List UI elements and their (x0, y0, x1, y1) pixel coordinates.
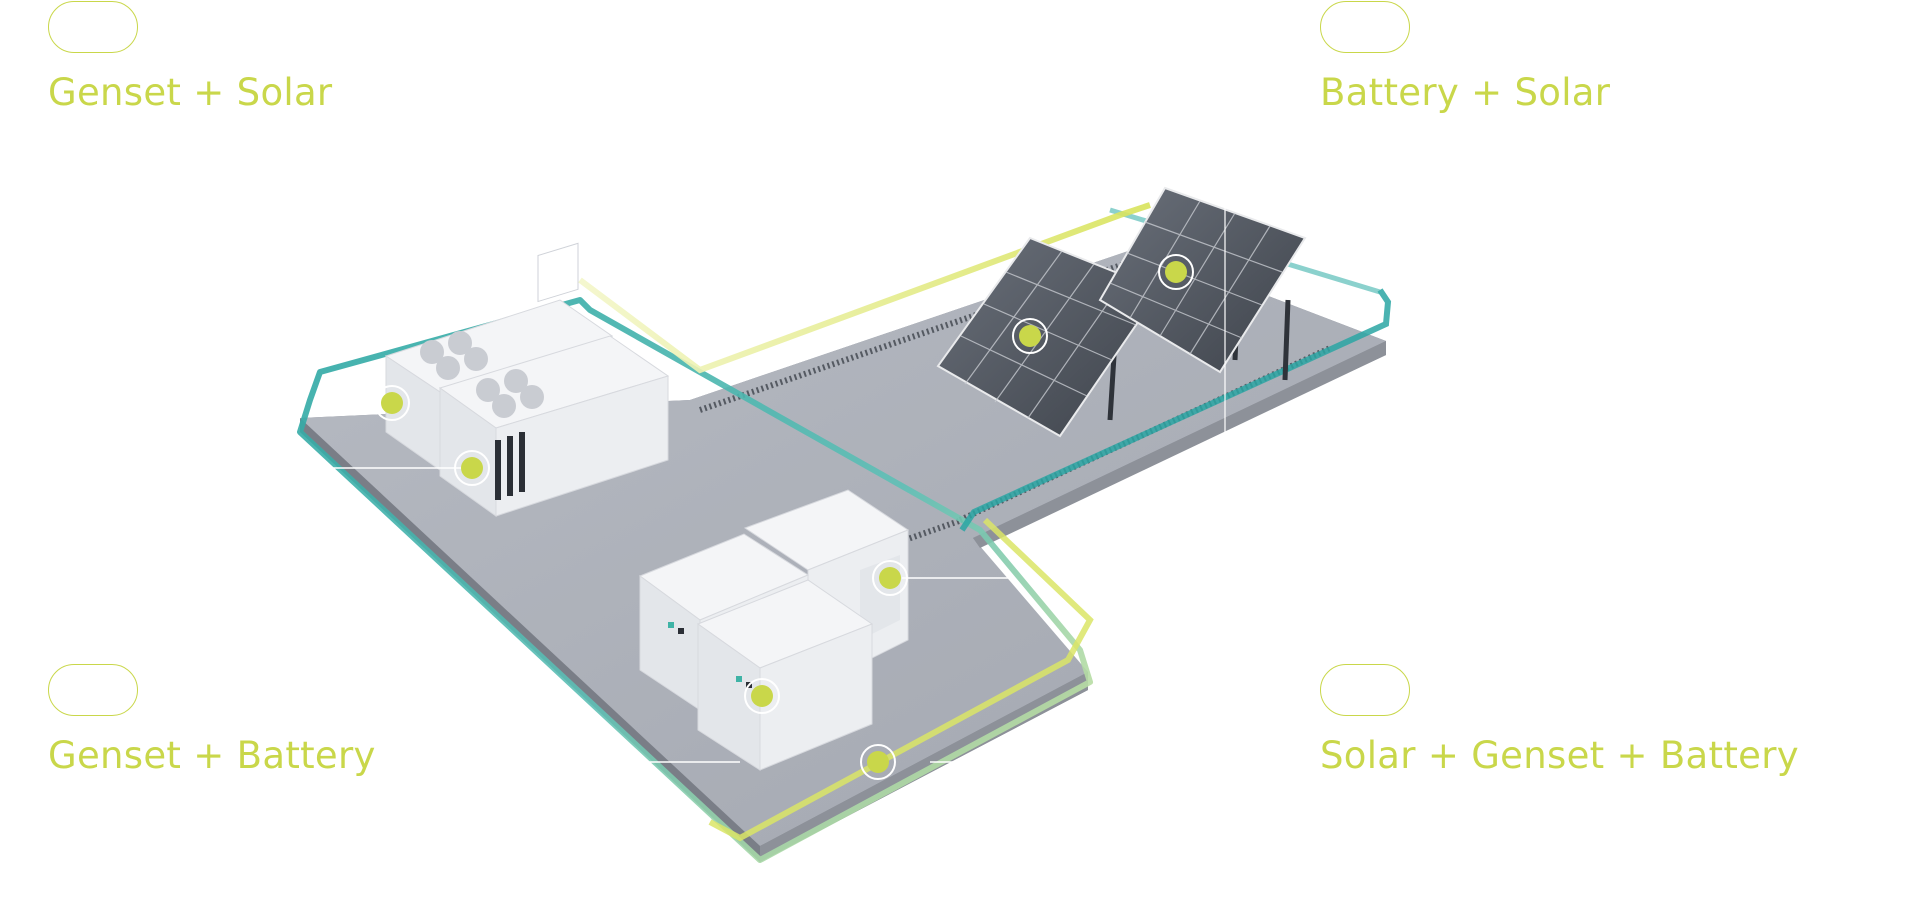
option-toggle-battery-solar[interactable] (1320, 1, 1410, 53)
hotspot-battery-1[interactable] (872, 560, 908, 596)
hotspot-dot-icon (1019, 325, 1041, 347)
option-label-genset-battery: Genset + Battery (48, 734, 376, 777)
hotspot-dot-icon (867, 751, 889, 773)
hotspot-genset-2[interactable] (454, 450, 490, 486)
solar-panel-icon (936, 236, 1162, 438)
battery-container-icon (696, 579, 874, 771)
hotspot-dot-icon (751, 685, 773, 707)
option-genset-battery[interactable]: Genset + Battery (48, 664, 376, 777)
hotspot-dot-icon (461, 457, 483, 479)
option-genset-solar[interactable]: Genset + Solar (48, 1, 332, 114)
solar-panel-icon (1098, 186, 1307, 381)
hotspot-dot-icon (1165, 261, 1187, 283)
battery-containers (638, 489, 910, 771)
hotspot-cable[interactable] (860, 744, 896, 780)
leader-lines (330, 467, 1010, 763)
option-toggle-solar-genset-battery[interactable] (1320, 664, 1410, 716)
hotspot-solar-2[interactable] (1158, 254, 1194, 290)
solar-array (936, 186, 1307, 440)
hotspot-dot-icon (879, 567, 901, 589)
option-label-battery-solar: Battery + Solar (1320, 71, 1611, 114)
option-toggle-genset-solar[interactable] (48, 1, 138, 53)
lime-connection-line (578, 202, 1151, 374)
option-label-solar-genset-battery: Solar + Genset + Battery (1320, 734, 1799, 777)
option-label-genset-solar: Genset + Solar (48, 71, 333, 114)
genset-containers (384, 242, 670, 517)
hotspot-battery-2[interactable] (744, 678, 780, 714)
option-toggle-genset-battery[interactable] (48, 664, 138, 716)
option-battery-solar[interactable]: Battery + Solar (1320, 1, 1610, 114)
option-solar-genset-battery[interactable]: Solar + Genset + Battery (1320, 664, 1799, 777)
hotspot-solar-1[interactable] (1012, 318, 1048, 354)
hotspot-dot-icon (381, 392, 403, 414)
hotspot-genset-1[interactable] (374, 385, 410, 421)
